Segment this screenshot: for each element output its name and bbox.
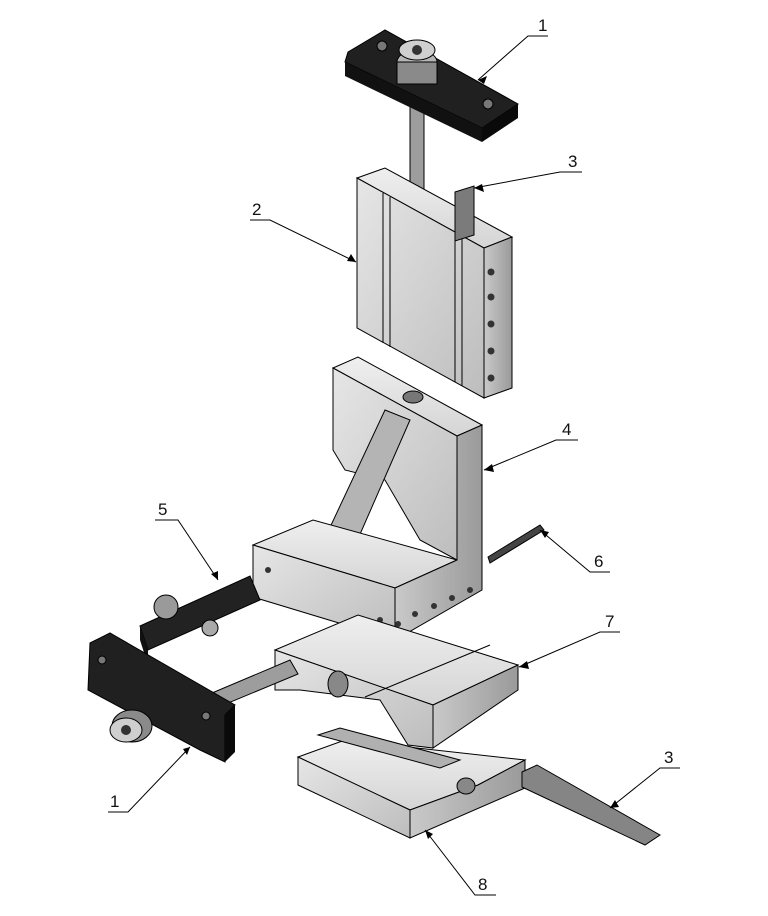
leader-3-bottom (609, 767, 680, 809)
side-holes (487, 268, 495, 382)
leader-1-top (477, 35, 548, 81)
leader-1-bottom (108, 746, 191, 813)
part-6-thin-rod (487, 524, 545, 564)
leader-lines (108, 35, 680, 896)
hex-socket-bottom (121, 725, 131, 735)
leader-6 (539, 529, 610, 573)
leader-8 (424, 829, 496, 896)
part-5-side-bracket (139, 575, 261, 665)
side-bracket-bolt (201, 619, 219, 637)
part-2-slide-block (355, 167, 514, 399)
base-hole (456, 777, 476, 795)
part-7-cross-slide (273, 614, 520, 749)
part-4-angle-bracket (251, 356, 484, 641)
leader-7 (518, 631, 620, 668)
dark-plate-top-end (482, 104, 518, 142)
hex-socket-top (412, 45, 422, 55)
part-3-gib-strip-top (454, 185, 475, 242)
callout-8: 8 (478, 875, 487, 894)
callout-2: 2 (252, 200, 261, 219)
knob-5-icon (153, 594, 179, 620)
dark-plate-bottom-side (225, 705, 235, 762)
plate-screw-2 (482, 98, 494, 110)
part-3-gib-strip-bottom (521, 764, 661, 846)
leader-2 (250, 219, 357, 263)
part-8-base-slide (296, 727, 527, 839)
leader-arrowheads (183, 76, 619, 839)
leader-5 (155, 519, 219, 581)
cross-slide-side (432, 664, 519, 749)
part-1-top-bracket (344, 29, 519, 203)
slide-block-side (483, 236, 513, 399)
dark-plate-top-edge (345, 62, 482, 142)
callout-3-bottom: 3 (664, 748, 673, 767)
callout-4: 4 (562, 420, 571, 439)
base-slot (316, 727, 462, 769)
cross-slide-hole (327, 670, 349, 698)
callout-1-bottom: 1 (110, 792, 119, 811)
callout-3-top: 3 (568, 152, 577, 171)
part-1-bottom-bracket (87, 632, 236, 763)
plate-screw-4 (201, 711, 211, 721)
knob-top-body (396, 61, 438, 85)
callout-6: 6 (594, 552, 603, 571)
leader-4 (483, 439, 578, 471)
leader-3-top (473, 171, 582, 189)
plate-screw-3 (97, 655, 107, 665)
plate-screw-1 (376, 40, 388, 52)
callout-7: 7 (605, 612, 614, 631)
cross-slide-groove (364, 644, 491, 698)
callout-5: 5 (158, 500, 167, 519)
callout-1-top: 1 (538, 16, 547, 35)
dark-plate-bottom (87, 632, 236, 763)
bracket-top-hole (402, 390, 424, 404)
bracket-front-holes (265, 567, 473, 627)
